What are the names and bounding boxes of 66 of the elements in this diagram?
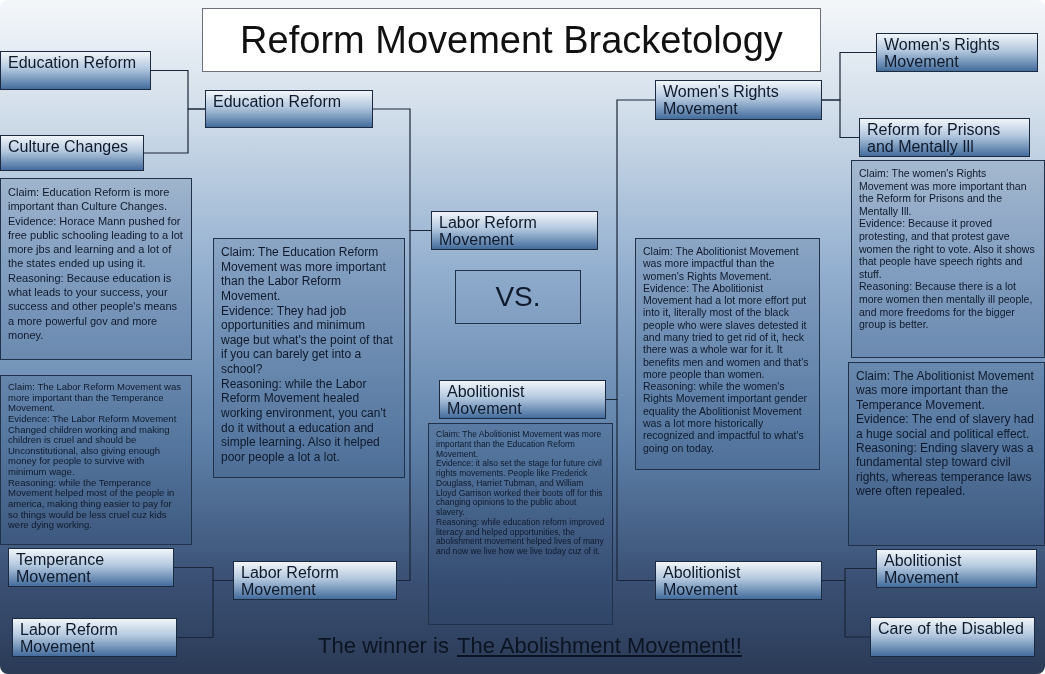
movement-name: Abolitionist Movement [447, 383, 526, 417]
bracket-entry [431, 211, 598, 250]
versus-panel [455, 270, 581, 324]
bracket-line [821, 99, 860, 139]
evidence-text: Evidence: Horace Mann pushed for free public schooling leading to a lot more jbs and learning and a lot of the states ended up using it. [8, 213, 184, 271]
evidence-text: Evidence: it also set the stage for future civil rights movements. People like Frederick Douglass, Harriet Tubman, and William Lloyd Garrison worked their boots off for this changing opinions to the public about slavery. [436, 459, 604, 518]
evidence-text: Evidence: The Abolitionist Movement had a lot more effort put into it, literally most of the black people who were slaves detested it and many tried to get rid of it, heck there was a whole war for it. It benefits men and women and that's more people than women. [643, 281, 810, 381]
movement-name: Education Reform [8, 54, 138, 71]
argument-panel [851, 160, 1045, 358]
movement-name: Education Reform [213, 93, 343, 110]
argument-panel [428, 423, 613, 625]
movement-name: Abolitionist Movement [663, 564, 742, 598]
bracket-entry [655, 80, 822, 120]
movement-name: Women's Rights Movement [884, 36, 1001, 70]
bracket-entry [876, 549, 1037, 588]
argument-panel [635, 238, 820, 470]
movement-name: Abolitionist Movement [884, 552, 963, 586]
argument-panel [213, 238, 405, 478]
claim-text: Claim: The Abolitionist Movement was more impactful than the women's Rights Movement. [643, 245, 800, 282]
bracket-entry [12, 618, 177, 657]
bracket-line [821, 579, 871, 638]
claim-text: Claim: The Abolitionist Movement was more important than the Education Reform Movement. [436, 430, 603, 459]
claim-text: Claim: The Education Reform Movement was more important than the Labor Reform Movement. [221, 245, 387, 304]
claim-text: Claim: The Abolitionist Movement was more important than the Temperance Movement. [856, 369, 1035, 413]
claim-text: Claim: The women's Rights Movement was more important than the Reform for Prisons and the Mentally Ill. [859, 167, 1028, 218]
bracket-entry [439, 380, 606, 419]
reasoning-text: Reasoning: Ending slavery was a fundamental step toward civil rights, whereas temperance laws were often repealed. [856, 440, 1035, 499]
evidence-text: Evidence: They had job opportunities and minimum wage but what's the point of that if you can barely get into a school? [221, 303, 394, 377]
bracket-entry [0, 135, 144, 171]
reasoning-text: Reasoning: while the women's Rights Movement important gender equality the Abolitionist Movement was a lot more historically recognized and impactful to what's going on today. [643, 380, 808, 454]
bracket-entry [870, 617, 1035, 657]
evidence-text: Evidence: Because it proved protesting, and that protest gave women the right to vote. Also it shows that people have speech rights and stuff. [859, 217, 1036, 281]
title-text: Reform Movement Bracketology [240, 18, 783, 62]
evidence-text: Evidence: The end of slavery had a huge social and political effect. [856, 412, 1035, 441]
bracket-entry [655, 561, 822, 600]
argument-panel [0, 178, 192, 360]
winner-text: The winner is [318, 633, 449, 659]
movement-name: Care of the Disabled [878, 620, 1025, 637]
movement-name: Labor Reform Movement [241, 564, 340, 598]
movement-name: Reform for Prisons and Mentally Ill [867, 121, 1002, 155]
bracket-line [143, 108, 206, 154]
bracket-entry [859, 118, 1030, 157]
bracket-entry [0, 51, 151, 90]
bracket-entry [8, 548, 174, 587]
movement-name: Culture Changes [8, 138, 130, 155]
claim-text: Claim: Education Reform is more important than Culture Changes. [8, 185, 171, 214]
bracket-entry [876, 33, 1038, 72]
bracket-entry [205, 90, 373, 128]
movement-name: Women's Rights Movement [663, 83, 780, 117]
reasoning-text: Reasoning: while the Temperance Movement helped most of the people in america, making thing easier to pay for so things would be less cruel cuz kids were dying working. [8, 477, 176, 531]
versus-text: VS. [495, 281, 541, 313]
winner-name: The Abolishment Movement!! [456, 633, 742, 659]
argument-panel [848, 362, 1045, 546]
bracket-line [176, 579, 234, 639]
bracket-entry [233, 561, 397, 600]
movement-name: Labor Reform Movement [20, 621, 119, 655]
movement-name: Labor Reform Movement [439, 214, 538, 248]
reasoning-text: Reasoning: while education reform improved literacy and helped opportunities, the abolishment movement helped lives of many and now we live how we live today cuz of it. [436, 517, 605, 557]
reasoning-text: Reasoning: while the Labor Reform Movement healed working environment, you can't do it without a education and simple learning. Also it helped poor people a lot a lot. [221, 376, 388, 465]
argument-panel [0, 375, 192, 545]
claim-text: Claim: The Labor Reform Movement was more important than the Temperance Movement. [8, 382, 182, 414]
evidence-text: Evidence: The Labor Reform Movement Changed children working and making children is cruel and should be Unconstitutional, also giving enough money for people to survive with minimum wage. [8, 413, 178, 478]
movement-name: Temperance Movement [16, 551, 106, 585]
bracket-line [605, 398, 656, 582]
reasoning-text: Reasoning: Because education is what leads to your success, your success and other people's means a more powerful gov and more money. [8, 270, 179, 343]
reasoning-text: Reasoning: Because there is a lot more women then mentally ill people, and more freedoms for the bigger group is better. [859, 280, 1034, 331]
